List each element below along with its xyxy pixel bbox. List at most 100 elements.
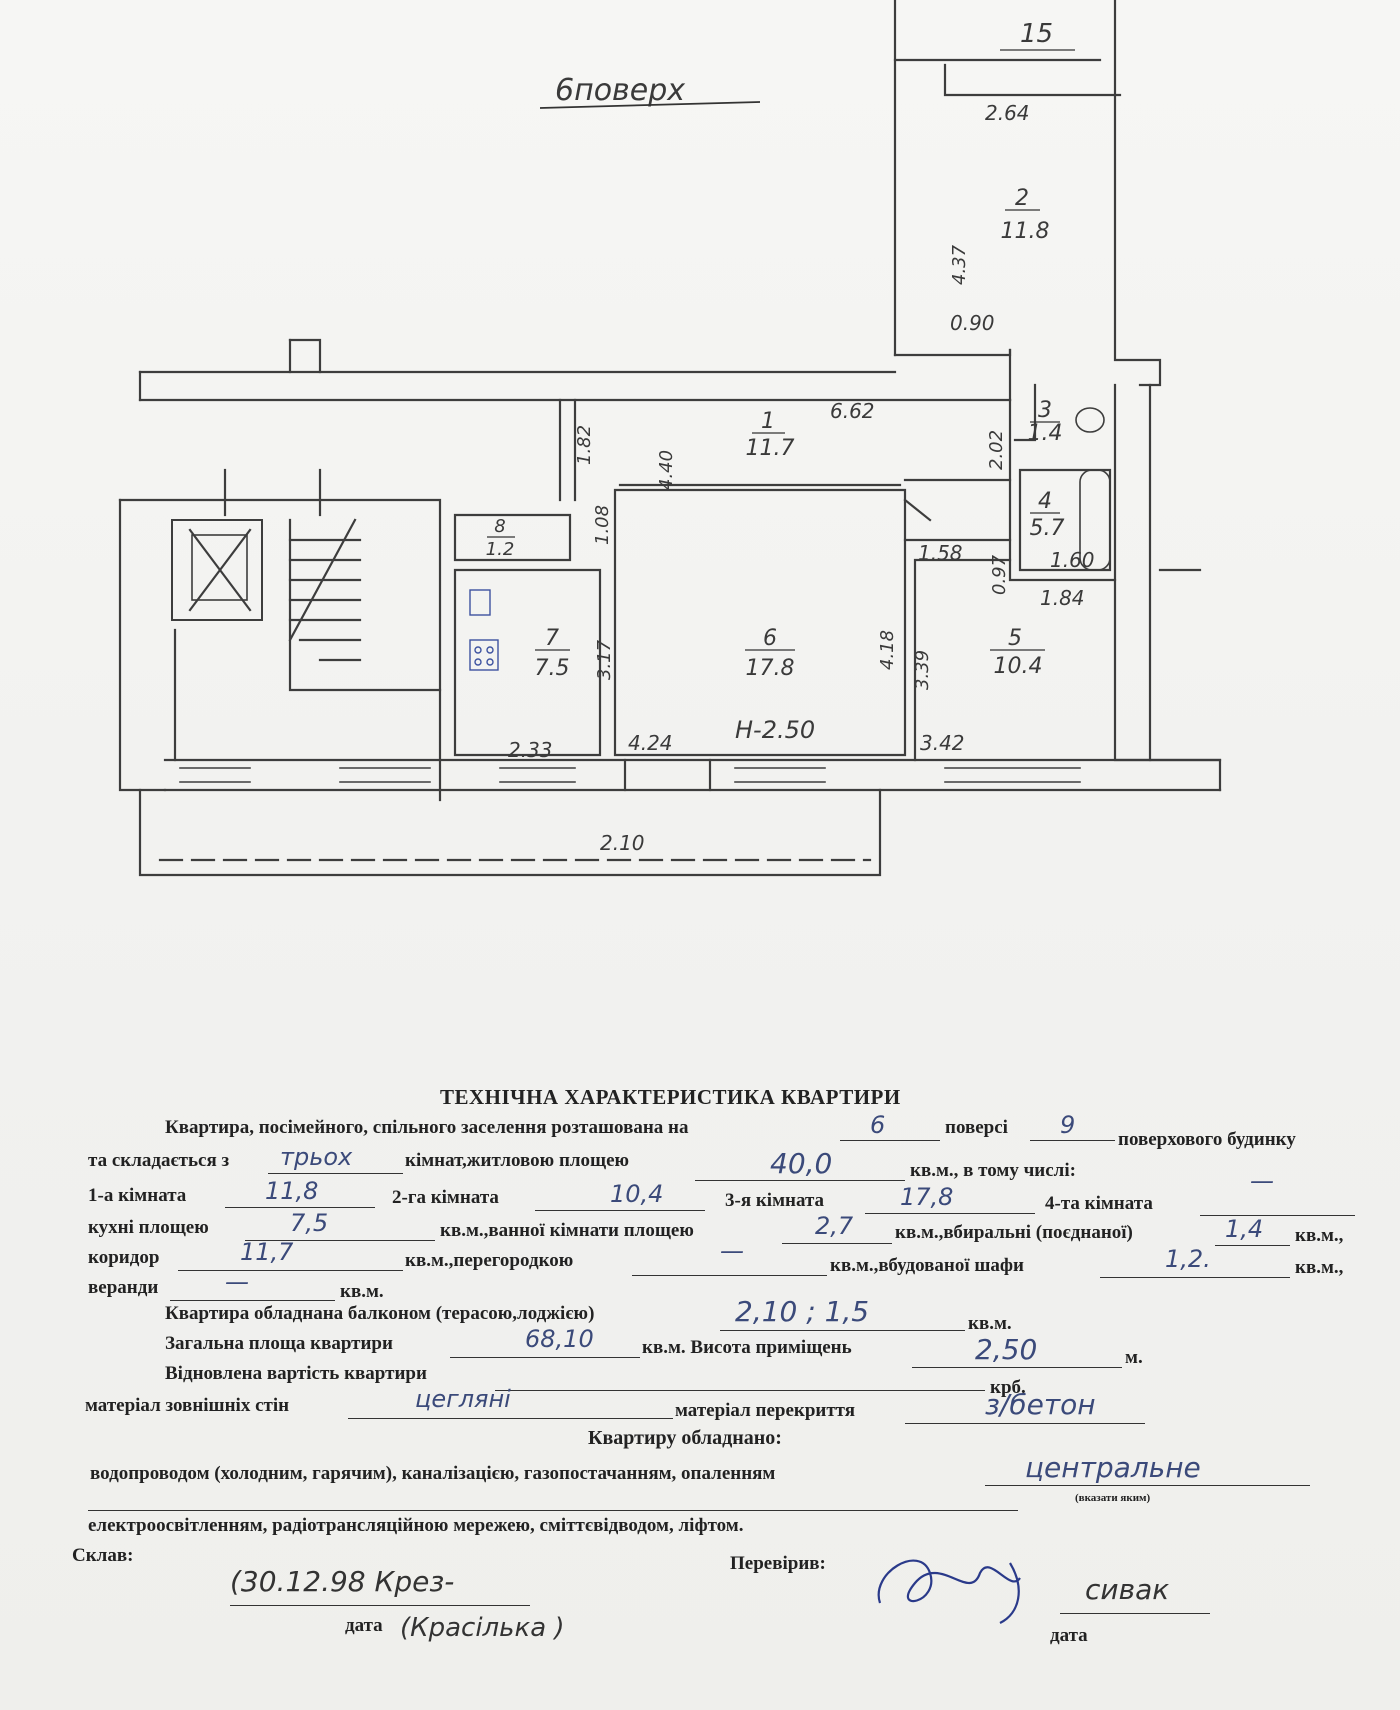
room-number: 2: [1015, 186, 1029, 211]
form-text: кв.м.,перегородкою: [405, 1250, 574, 1271]
form-text: поверхового будинку: [1118, 1129, 1296, 1150]
dim-label: 1.84: [1040, 586, 1085, 610]
hw-living-area: 40,0: [770, 1147, 833, 1180]
form-text: та складається з: [88, 1150, 230, 1171]
hw-floors-total: 9: [1060, 1111, 1076, 1139]
hw-balcony: 2,10 ; 1,5: [735, 1295, 870, 1328]
date-label: дата: [345, 1615, 383, 1636]
underline: [450, 1357, 640, 1358]
signature-scribble: [877, 1559, 1021, 1624]
underline: [632, 1275, 827, 1276]
room-area: 1.4: [1028, 421, 1063, 446]
form-note: (вказати яким): [1075, 1492, 1151, 1504]
underline: [985, 1485, 1310, 1486]
hw-checked-by: сивак: [1085, 1573, 1170, 1606]
form-text: матеріал зовнішніх стін: [85, 1395, 290, 1416]
form-text: Загальна площа квартири: [165, 1333, 393, 1354]
form-text: кв.м.,вбиральні (поєднаної): [895, 1222, 1133, 1243]
room-number: 8: [494, 516, 505, 537]
hw-room1: 11,8: [265, 1177, 319, 1205]
underline: [1100, 1277, 1290, 1278]
form-text: кв.м.,: [1295, 1257, 1344, 1278]
dim-label: 2.02: [986, 430, 1007, 470]
form-text: кв.м.: [968, 1313, 1012, 1334]
room-area: 10.4: [994, 654, 1043, 679]
hw-room4: —: [1250, 1167, 1274, 1195]
hw-room2: 10,4: [610, 1180, 664, 1208]
dim-label: 2.10: [600, 831, 645, 855]
form-text: 1-а кімната: [88, 1185, 187, 1206]
dim-label: 2.64: [985, 101, 1030, 125]
hw-corridor: 11,7: [240, 1238, 294, 1266]
underline: [245, 1240, 435, 1241]
dim-label: 1.82: [574, 425, 595, 465]
room-number: 1: [761, 409, 775, 434]
underline: [268, 1173, 403, 1174]
form-title: ТЕХНІЧНА ХАРАКТЕРИСТИКА КВАРТИРИ: [440, 1085, 901, 1109]
form-text: кв.м.: [340, 1281, 384, 1302]
hw-closet: 1,2.: [1165, 1245, 1211, 1273]
dim-label: 0.90: [950, 311, 995, 335]
form-text: поверсі: [945, 1117, 1008, 1138]
dim-label: 1.60: [1050, 548, 1095, 572]
dim-label: 3.42: [920, 731, 965, 755]
hw-toilet: 1,4: [1225, 1215, 1264, 1243]
dim-label: 0.97: [989, 554, 1010, 595]
underline: [1030, 1140, 1115, 1141]
form-text: кв.м.,: [1295, 1225, 1344, 1246]
dim-label: 4.40: [656, 450, 677, 490]
form-text: водопроводом (холодним, гарячим), каналі…: [90, 1463, 776, 1484]
room-area: 17.8: [746, 656, 795, 681]
room-area: 11.7: [746, 436, 795, 461]
hw-compiled-by: (30.12.98 Крез-: [230, 1565, 455, 1598]
hw-room3: 17,8: [900, 1183, 954, 1211]
dim-label: 1.08: [592, 505, 613, 545]
dim-label: 1.58: [918, 541, 963, 565]
underline: [695, 1180, 905, 1181]
form-text: 3-я кімната: [725, 1190, 825, 1211]
underline: [865, 1213, 1035, 1214]
form-text: 4-та кімната: [1045, 1193, 1153, 1214]
form-text: м.: [1125, 1347, 1143, 1368]
form-text: кв.м.,вбудованої шафи: [830, 1255, 1024, 1276]
form-text: коридор: [88, 1247, 160, 1268]
form-text: матеріал перекриття: [675, 1400, 856, 1421]
dim-label: 3.17: [594, 639, 615, 680]
form-text: електроосвітленням, радіотрансляційною м…: [88, 1515, 744, 1536]
underline: [495, 1390, 985, 1391]
room-area: 1.2: [486, 539, 515, 560]
underline: [1200, 1215, 1355, 1216]
form-text: Квартира обладнана балконом (терасою,лод…: [165, 1303, 595, 1324]
room-number: 5: [1008, 626, 1022, 651]
form-text: веранди: [88, 1277, 159, 1298]
hw-compiled-name: (Красілька ): [400, 1613, 565, 1643]
form-text: крб.: [990, 1377, 1026, 1398]
room-number: 6: [763, 626, 777, 651]
hw-heating: центральне: [1025, 1451, 1201, 1484]
underline: [912, 1367, 1122, 1368]
form-text: Відновлена вартість квартири: [165, 1363, 427, 1384]
dim-label: 4.24: [628, 731, 673, 755]
form-text: кухні площею: [88, 1217, 209, 1238]
room-area: 5.7: [1030, 516, 1065, 541]
hw-veranda: —: [225, 1268, 249, 1296]
underline: [905, 1423, 1145, 1424]
room-number: 3: [1038, 398, 1052, 423]
form-text: кв.м. Висота приміщень: [642, 1337, 852, 1358]
height-label: H-2.50: [735, 716, 815, 744]
hw-height: 2,50: [975, 1333, 1038, 1366]
underline: [88, 1510, 1018, 1511]
form-subheading: Квартиру обладнано:: [588, 1427, 782, 1449]
technical-characteristics-form: ТЕХНІЧНА ХАРАКТЕРИСТИКА КВАРТИРИ Квартир…: [0, 1085, 1400, 1705]
hw-partition: —: [720, 1237, 744, 1265]
form-text: 2-га кімната: [392, 1187, 499, 1208]
underline: [170, 1300, 335, 1301]
underline: [230, 1605, 530, 1606]
dim-label: 2.33: [508, 738, 553, 762]
dim-label: 4.37: [949, 244, 970, 285]
dim-label: 4.18: [877, 630, 898, 670]
checked-label: Перевірив:: [730, 1553, 826, 1574]
hw-bath: 2,7: [815, 1212, 854, 1240]
floor-label: 6поверх: [555, 73, 685, 108]
